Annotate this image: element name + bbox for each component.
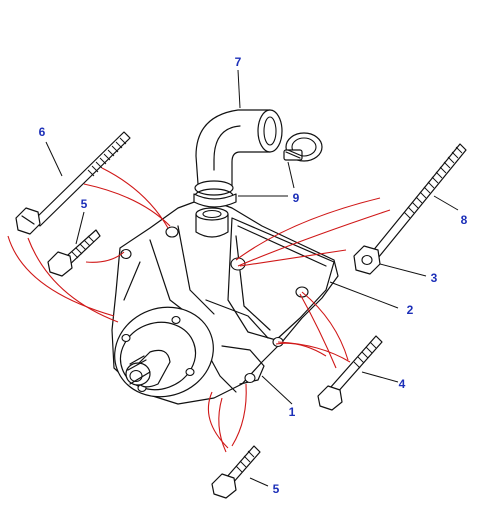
callout-number-1: 1 xyxy=(289,405,296,419)
leader-8 xyxy=(433,195,459,211)
leader-4 xyxy=(361,371,399,383)
bolt-short-upper xyxy=(47,229,101,277)
pump-shaft-hub xyxy=(125,349,171,388)
leader-3 xyxy=(379,263,427,277)
leader-9 xyxy=(287,161,295,189)
fastener-path-9 xyxy=(301,291,349,361)
fastener-path-6 xyxy=(235,197,381,261)
fastener-path-10 xyxy=(299,293,337,369)
leader-7 xyxy=(237,69,241,109)
flange-nut xyxy=(353,245,381,275)
fastener-path-lines xyxy=(7,167,391,453)
leader-1 xyxy=(261,375,293,405)
callout-number-7: 7 xyxy=(235,55,242,69)
fastener-path-5 xyxy=(27,237,119,323)
callout-number-4: 4 xyxy=(399,377,406,391)
fastener-path-7 xyxy=(237,209,391,267)
leader-5a xyxy=(75,211,85,245)
leader-lines xyxy=(45,69,459,487)
pump-outlet-neck xyxy=(195,207,229,238)
fastener-path-2 xyxy=(101,167,169,229)
callout-number-6: 6 xyxy=(39,125,46,139)
bolt-long-right xyxy=(371,143,467,259)
coolant-hose xyxy=(194,109,283,204)
fastener-path-12 xyxy=(275,342,327,357)
callout-number-9: 9 xyxy=(293,191,300,205)
bolt-hole-upper-left xyxy=(165,226,179,238)
fastener-path-15 xyxy=(218,397,227,453)
fastener-path-8 xyxy=(239,249,347,267)
callout-number-5-upper: 5 xyxy=(81,197,88,211)
bolt-short-lower xyxy=(211,445,261,499)
fastener-path-11 xyxy=(277,341,351,363)
callout-number-2: 2 xyxy=(407,303,414,317)
fastener-path-1 xyxy=(83,183,171,227)
hose-clip-band xyxy=(193,193,237,208)
fastener-path-3 xyxy=(85,251,125,263)
bolt-medium-right xyxy=(317,335,383,411)
bolt-hole-left xyxy=(120,248,132,260)
bolt-hole-bottom xyxy=(244,372,256,384)
bolt-long-left xyxy=(15,131,131,235)
leader-5b xyxy=(249,477,269,487)
hose-clip xyxy=(283,132,323,162)
callout-number-3: 3 xyxy=(431,271,438,285)
fastener-path-4 xyxy=(7,235,115,317)
leader-6 xyxy=(45,141,63,177)
callout-number-5-lower: 5 xyxy=(273,482,280,496)
callout-numbers: 1 2 3 4 5 5 6 7 8 9 xyxy=(39,55,468,496)
fastener-path-14 xyxy=(231,383,247,447)
leader-2 xyxy=(329,281,399,309)
fastener-path-13 xyxy=(207,391,229,449)
callout-number-8: 8 xyxy=(461,213,468,227)
